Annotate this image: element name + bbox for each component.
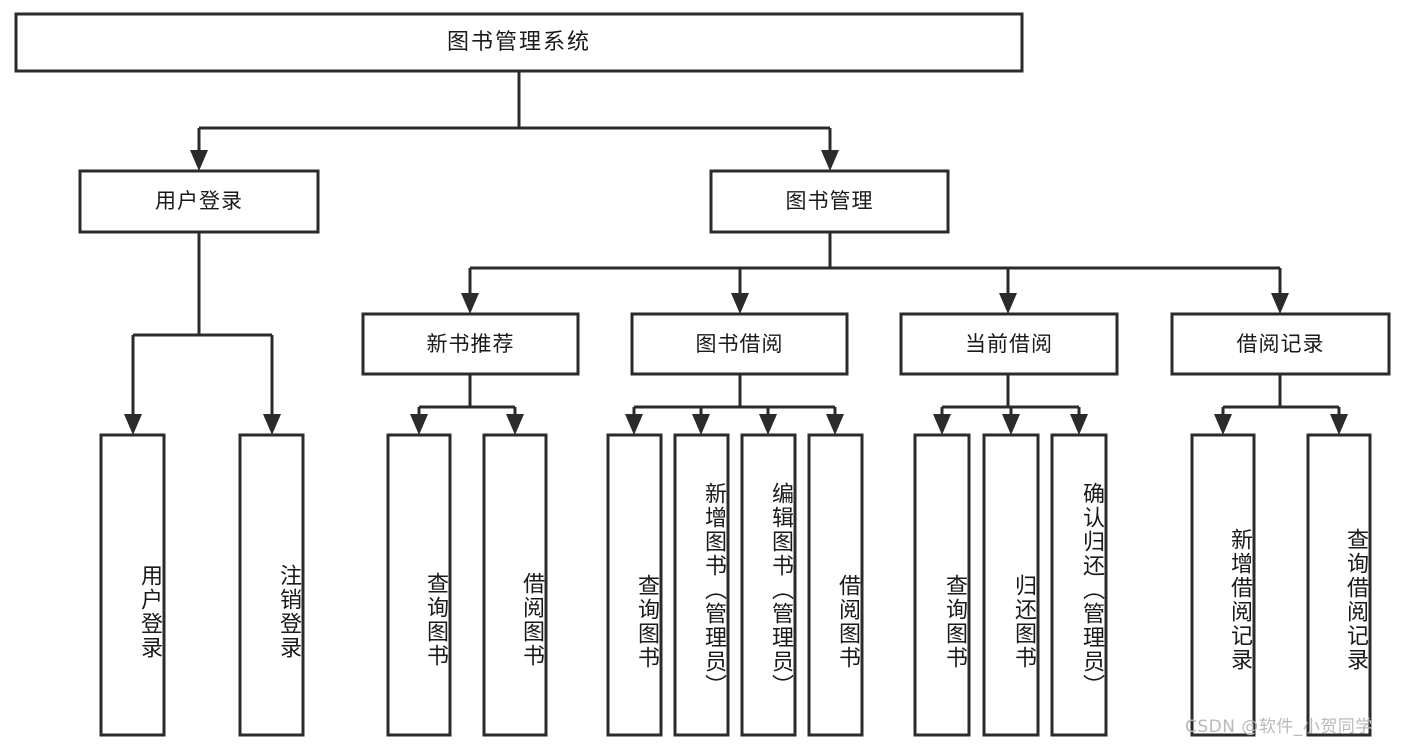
node-box-leaf-borrow-book-bor[interactable] xyxy=(807,433,864,737)
node-box-leaf-borrow-book-rec[interactable] xyxy=(482,433,548,737)
arrow-head-leaf-query-book-bor xyxy=(625,414,643,435)
arrow-head-leaf-add-book-admin xyxy=(692,414,710,435)
arrow-head-new-book-recommend xyxy=(461,293,479,314)
node-box-book-manage[interactable] xyxy=(709,169,950,234)
arrow-head-leaf-query-borrow-rec xyxy=(1330,414,1348,435)
arrow-head-leaf-query-book-rec xyxy=(410,414,428,435)
arrow-head-leaf-add-borrow-rec xyxy=(1214,414,1232,435)
node-box-leaf-query-borrow-rec[interactable] xyxy=(1306,433,1372,737)
node-box-user-login[interactable] xyxy=(78,169,320,234)
node-box-leaf-confirm-return[interactable] xyxy=(1050,433,1108,737)
node-box-leaf-add-borrow-rec[interactable] xyxy=(1190,433,1256,737)
node-box-leaf-edit-book-admin[interactable] xyxy=(740,433,797,737)
arrow-head-leaf-edit-book-admin xyxy=(759,414,777,435)
node-box-borrow-record[interactable] xyxy=(1170,312,1391,376)
node-box-current-borrow[interactable] xyxy=(899,312,1119,376)
node-box-root[interactable] xyxy=(14,12,1024,73)
node-box-leaf-user-login[interactable] xyxy=(99,433,166,737)
node-box-book-borrow[interactable] xyxy=(630,312,849,376)
arrow-head-leaf-borrow-book-bor xyxy=(826,414,844,435)
arrow-head-leaf-confirm-return xyxy=(1070,414,1088,435)
node-box-leaf-add-book-admin[interactable] xyxy=(673,433,730,737)
arrow-head-leaf-query-book-cur xyxy=(933,414,951,435)
arrow-head-current-borrow xyxy=(999,293,1017,314)
node-box-new-book-recommend[interactable] xyxy=(361,312,580,376)
arrow-head-book-borrow xyxy=(731,293,749,314)
arrow-head-borrow-record xyxy=(1271,293,1289,314)
node-box-leaf-query-book-rec[interactable] xyxy=(386,433,452,737)
arrow-head-leaf-user-login xyxy=(124,414,142,435)
arrow-head-leaf-return-book xyxy=(1002,414,1020,435)
csdn-watermark: CSDN @软件_小贺同学 xyxy=(1185,717,1373,737)
arrow-head-book-manage xyxy=(821,150,839,171)
node-box-leaf-return-book[interactable] xyxy=(982,433,1040,737)
node-box-leaf-user-logout[interactable] xyxy=(238,433,305,737)
node-box-leaf-query-book-bor[interactable] xyxy=(606,433,663,737)
arrow-head-leaf-borrow-book-rec xyxy=(506,414,524,435)
node-box-leaf-query-book-cur[interactable] xyxy=(913,433,971,737)
arrow-head-user-login xyxy=(190,150,208,171)
arrow-head-leaf-user-logout xyxy=(263,414,281,435)
